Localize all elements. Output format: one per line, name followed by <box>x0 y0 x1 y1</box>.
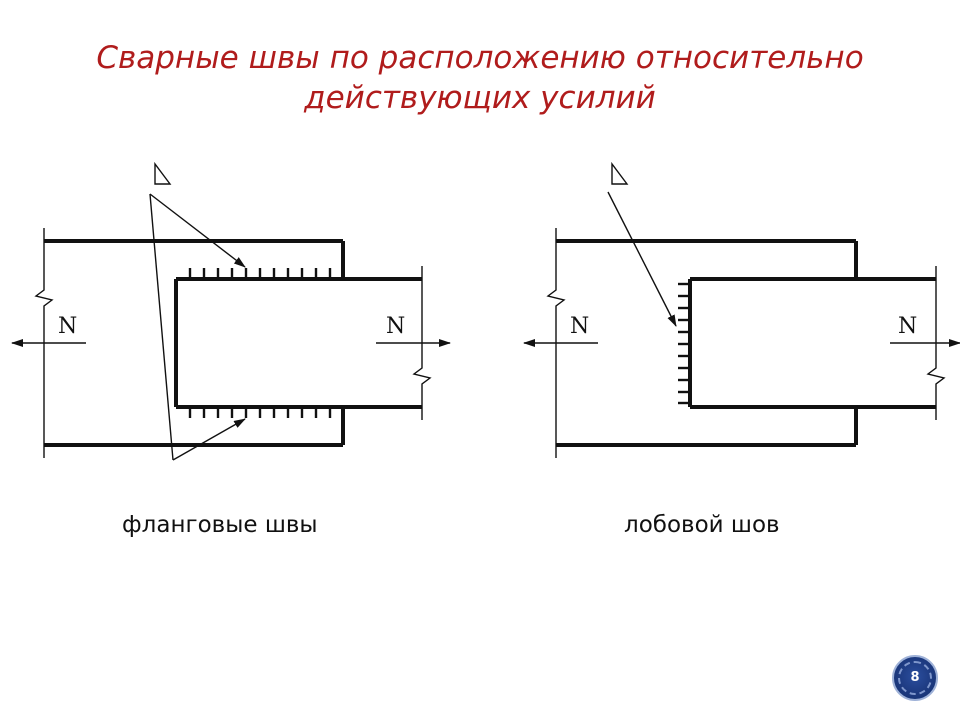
left-diagram-caption: фланговые швы <box>122 512 318 538</box>
left-force-label-right: N <box>386 314 405 339</box>
left-weld-symbol-triangle <box>154 161 172 185</box>
left-force-label-left: N <box>58 314 77 339</box>
flank-weld-diagram: N N <box>11 161 451 461</box>
right-diagram-caption: лобовой шов <box>624 512 780 538</box>
right-leader-line <box>607 191 677 327</box>
frontal-weld-diagram: N N <box>523 161 960 458</box>
right-outer-plate <box>546 228 858 458</box>
left-leader-lines <box>149 193 246 461</box>
page-number-badge: 8 <box>892 655 938 701</box>
left-outer-plate <box>34 228 345 458</box>
right-force-label-right: N <box>898 314 917 339</box>
slide-title-line-1: Сварные швы по расположению относительно <box>96 40 864 76</box>
right-frontal-weld-hatch <box>678 282 689 405</box>
right-inner-plate <box>688 266 946 420</box>
left-inner-plate <box>174 266 432 420</box>
right-weld-symbol-triangle <box>611 161 629 185</box>
page-number: 8 <box>910 670 920 685</box>
slide-title-line-2: действующих усилий <box>304 80 656 116</box>
left-top-weld-hatch <box>188 268 332 278</box>
slide-title: Сварные швы по расположению относительно… <box>0 38 960 118</box>
left-bottom-weld-hatch <box>188 408 332 418</box>
right-force-label-left: N <box>570 314 589 339</box>
